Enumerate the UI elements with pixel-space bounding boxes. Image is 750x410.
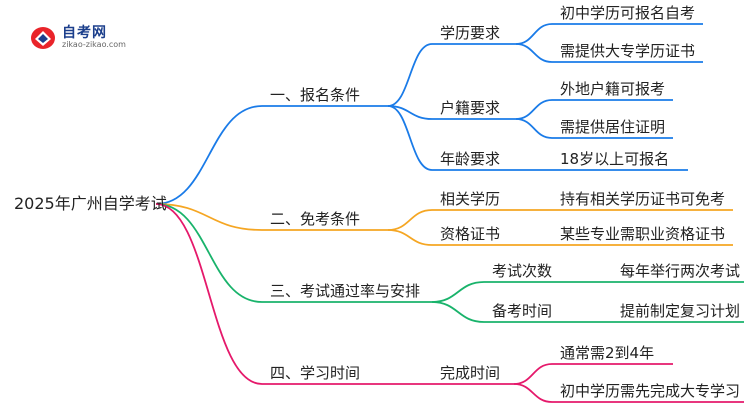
child-label: 备考时间 <box>492 302 553 320</box>
leaf-label: 18岁以上可报名 <box>560 150 670 168</box>
leaf-connector <box>515 43 553 63</box>
child-connector <box>387 43 433 107</box>
logo-badge-icon <box>31 27 55 49</box>
child-label: 完成时间 <box>440 364 501 382</box>
branch-label: 二、免考条件 <box>270 210 361 228</box>
child-connector <box>387 209 433 231</box>
leaf-label: 每年举行两次考试 <box>620 262 741 280</box>
branch-connector <box>155 203 263 385</box>
leaf-connector <box>513 383 553 403</box>
child-label: 考试次数 <box>492 262 553 280</box>
child-label: 资格证书 <box>440 225 501 243</box>
logo-name: 自考网 <box>62 25 107 41</box>
leaf-label: 某些专业需职业资格证书 <box>560 225 726 243</box>
child-connector <box>431 281 485 303</box>
child-label: 户籍要求 <box>440 99 501 117</box>
branch-label: 三、考试通过率与安排 <box>270 282 421 300</box>
leaf-label: 外地户籍可报考 <box>560 80 666 98</box>
logo-url: zikao-zikao.com <box>62 40 126 49</box>
site-logo: 自考网 zikao-zikao.com <box>30 22 155 52</box>
leaf-label: 持有相关学历证书可免考 <box>560 190 726 208</box>
child-connector <box>431 301 485 323</box>
leaf-connector <box>513 363 553 385</box>
leaf-connector <box>515 99 553 120</box>
leaf-label: 提前制定复习计划 <box>620 302 741 320</box>
child-label: 学历要求 <box>440 24 501 42</box>
branch-connector <box>155 203 263 231</box>
branch-connector <box>155 203 263 303</box>
branch-connector <box>155 105 263 205</box>
branch-label: 一、报名条件 <box>270 86 361 104</box>
leaf-label: 初中学历可报名自考 <box>560 4 696 22</box>
branch-label: 四、学习时间 <box>270 364 361 382</box>
root-node: 2025年广州自学考试 <box>14 194 167 213</box>
leaf-label: 需提供居住证明 <box>560 118 666 136</box>
leaf-label: 初中学历需先完成大专学习 <box>560 382 741 400</box>
child-connector <box>387 105 433 171</box>
leaf-connector <box>515 118 553 139</box>
child-label: 年龄要求 <box>440 150 501 168</box>
leaf-label: 通常需2到4年 <box>560 344 655 362</box>
leaf-label: 需提供大专学历证书 <box>560 42 696 60</box>
leaf-connector <box>515 23 553 45</box>
child-label: 相关学历 <box>440 190 501 208</box>
child-connector <box>387 229 433 246</box>
